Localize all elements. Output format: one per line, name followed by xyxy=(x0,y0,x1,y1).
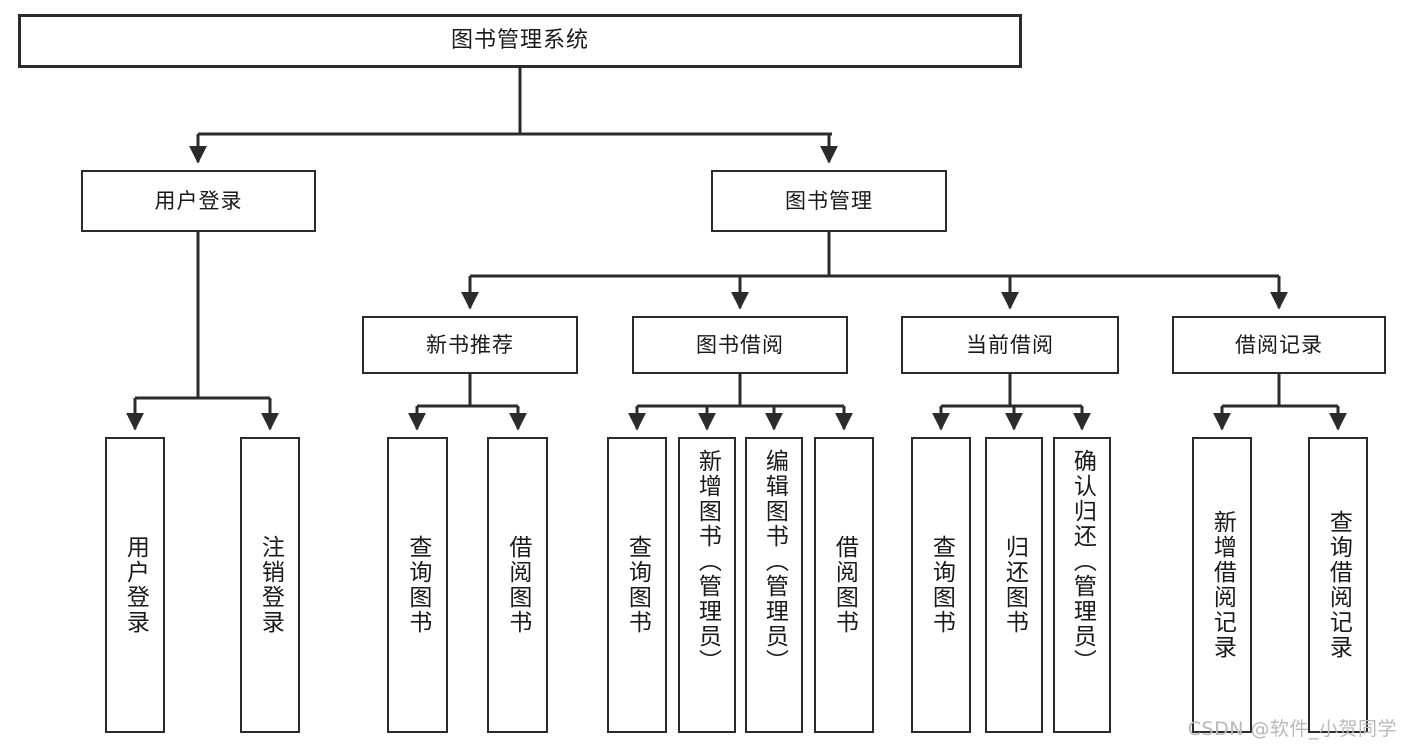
leaf-borrow-book-recommend[interactable]: 借阅图书 xyxy=(487,437,548,733)
node-current-borrow[interactable]: 当前借阅 xyxy=(901,316,1119,374)
leaf-query-book-recommend[interactable]: 查询图书 xyxy=(387,437,448,733)
node-book-borrow[interactable]: 图书借阅 xyxy=(632,316,848,374)
node-book-management-label: 图书管理 xyxy=(785,188,873,213)
node-new-book-recommend-label: 新书推荐 xyxy=(426,332,514,357)
node-book-borrow-label: 图书借阅 xyxy=(696,332,784,357)
leaf-query-book-recommend-label: 查询图书 xyxy=(404,535,431,635)
leaf-borrow-book-label: 借阅图书 xyxy=(831,535,858,635)
leaf-confirm-return-admin-label: 确认归还（管理员） xyxy=(1069,449,1096,674)
node-user-login[interactable]: 用户登录 xyxy=(81,170,316,232)
node-borrow-record[interactable]: 借阅记录 xyxy=(1172,316,1386,374)
leaf-borrow-book-recommend-label: 借阅图书 xyxy=(504,535,531,635)
leaf-logout[interactable]: 注销登录 xyxy=(240,437,300,733)
leaf-query-borrow-record-label: 查询借阅记录 xyxy=(1325,510,1352,660)
leaf-borrow-book[interactable]: 借阅图书 xyxy=(814,437,874,733)
leaf-query-borrow-record[interactable]: 查询借阅记录 xyxy=(1308,437,1368,733)
leaf-add-borrow-record[interactable]: 新增借阅记录 xyxy=(1192,437,1252,733)
node-current-borrow-label: 当前借阅 xyxy=(966,332,1054,357)
leaf-confirm-return-admin[interactable]: 确认归还（管理员） xyxy=(1053,437,1111,733)
node-user-login-label: 用户登录 xyxy=(154,188,243,213)
watermark-text: CSDN @软件_小贺同学 xyxy=(1187,718,1397,740)
leaf-query-book-borrow-label: 查询图书 xyxy=(624,535,651,635)
leaf-user-login-label: 用户登录 xyxy=(122,535,149,635)
node-book-management[interactable]: 图书管理 xyxy=(711,170,947,232)
leaf-query-book-borrow[interactable]: 查询图书 xyxy=(607,437,667,733)
node-new-book-recommend[interactable]: 新书推荐 xyxy=(362,316,578,374)
leaf-edit-book-admin-label: 编辑图书（管理员） xyxy=(761,449,788,674)
leaf-query-book-current-label: 查询图书 xyxy=(928,535,955,635)
leaf-add-book-admin[interactable]: 新增图书（管理员） xyxy=(678,437,736,733)
leaf-user-login[interactable]: 用户登录 xyxy=(105,437,165,733)
leaf-return-book[interactable]: 归还图书 xyxy=(985,437,1043,733)
node-root[interactable]: 图书管理系统 xyxy=(18,14,1022,68)
node-root-label: 图书管理系统 xyxy=(450,28,589,54)
leaf-return-book-label: 归还图书 xyxy=(1001,535,1028,635)
node-borrow-record-label: 借阅记录 xyxy=(1235,332,1323,357)
leaf-add-borrow-record-label: 新增借阅记录 xyxy=(1209,510,1236,660)
leaf-query-book-current[interactable]: 查询图书 xyxy=(911,437,971,733)
leaf-edit-book-admin[interactable]: 编辑图书（管理员） xyxy=(745,437,803,733)
leaf-logout-label: 注销登录 xyxy=(257,535,284,635)
leaf-add-book-admin-label: 新增图书（管理员） xyxy=(694,449,721,674)
